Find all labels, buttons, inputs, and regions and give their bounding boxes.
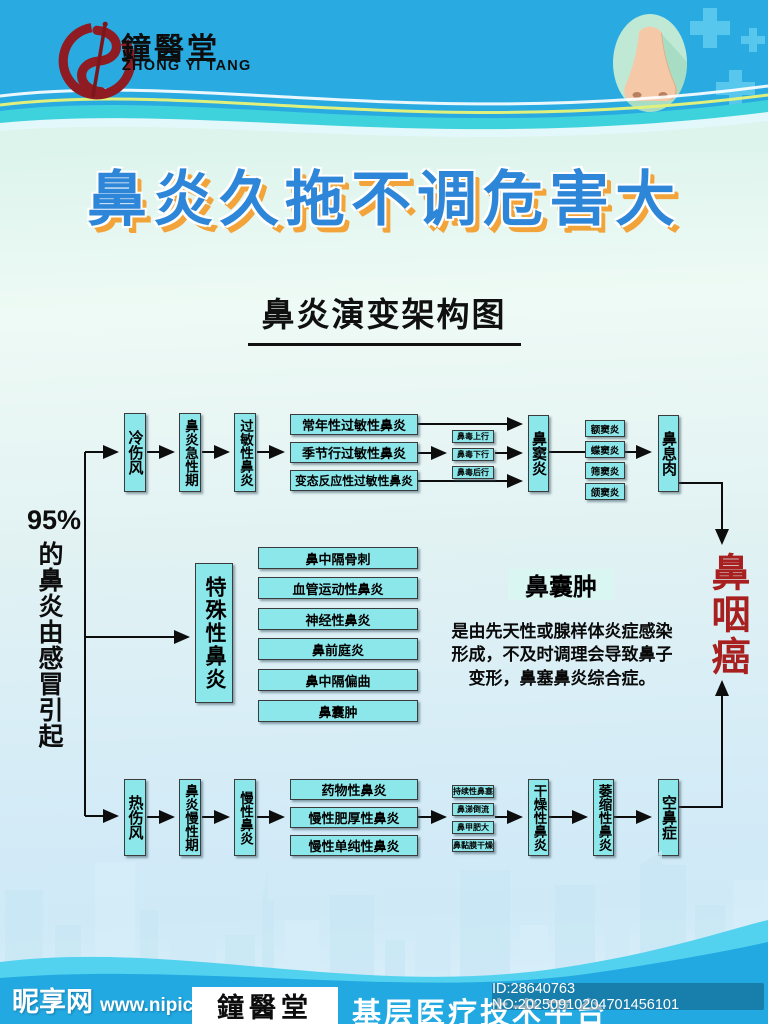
- flow-arrows: [84, 417, 729, 824]
- node-toxin-up: 鼻毒上行: [452, 430, 494, 443]
- node-nasal-cyst: 鼻囊肿: [258, 700, 418, 722]
- node-chronic-rhinitis: 慢性鼻炎: [234, 779, 256, 856]
- node-dry-mucosa: 鼻黏膜干燥: [452, 839, 494, 852]
- callout-description: 是由先天性或腺样体炎症感染 形成，不及时调理会导致鼻子 变形，鼻塞鼻炎综合症。: [433, 620, 691, 690]
- node-cold-wind: 冷伤风: [124, 413, 146, 492]
- footer-brand-box: 鐘醫堂: [192, 987, 338, 1024]
- node-atrophic-rhinitis: 萎缩性鼻炎: [593, 779, 614, 856]
- node-turbinate-hypertrophy: 鼻甲肥大: [452, 821, 494, 834]
- stat-caption: 的鼻炎由感冒引起: [35, 541, 63, 749]
- diagram-subtitle: 鼻炎演变架构图: [0, 288, 768, 346]
- node-seasonal-allergic: 季节行过敏性鼻炎: [290, 442, 418, 463]
- node-hot-wind: 热伤风: [124, 779, 146, 856]
- zhongyitang-emblem: [58, 21, 136, 100]
- node-acute-stage: 鼻炎急性期: [179, 413, 201, 492]
- brand-name-cn: 鐘醫堂: [121, 33, 220, 66]
- node-toxin-down: 鼻毒下行: [452, 448, 494, 461]
- node-septal-spur: 鼻中隔骨刺: [258, 547, 418, 569]
- watermark-site-name: 昵享网: [12, 987, 93, 1017]
- footer-platform-label: 基层医疗技术平台: [352, 998, 609, 1024]
- node-nasopharyngeal-cancer: 鼻咽癌: [706, 552, 749, 678]
- callout-line-1: 是由先天性或腺样体炎症感染: [451, 622, 673, 641]
- node-variant-allergic: 变态反应性过敏性鼻炎: [290, 470, 418, 491]
- node-vestibulitis: 鼻前庭炎: [258, 638, 418, 660]
- node-perennial-allergic: 常年性过敏性鼻炎: [290, 414, 418, 435]
- node-neurogenic: 神经性鼻炎: [258, 608, 418, 630]
- node-allergic-rhinitis: 过敏性鼻炎: [234, 413, 256, 492]
- node-toxin-back: 鼻毒后行: [452, 466, 494, 479]
- callout-line-3: 变形，鼻塞鼻炎综合症。: [468, 668, 656, 688]
- stat-percent: 95%: [27, 505, 82, 535]
- node-special-rhinitis: 特殊性鼻炎: [195, 563, 233, 703]
- node-septal-deviation: 鼻中隔偏曲: [258, 669, 418, 691]
- node-hypertrophic: 慢性肥厚性鼻炎: [290, 807, 418, 828]
- node-ethmoid-sinusitis: 筛窦炎: [585, 462, 625, 479]
- node-sinusitis: 鼻窦炎: [528, 415, 549, 492]
- callout-title: 鼻囊肿: [508, 569, 614, 601]
- brand-name-en: ZHONG YI TANG: [122, 58, 252, 74]
- node-dry-rhinitis: 干燥性鼻炎: [528, 779, 549, 856]
- header-art: [0, 0, 768, 152]
- footer-brand-name: 鐘醫堂: [217, 993, 313, 1023]
- node-vasomotor: 血管运动性鼻炎: [258, 577, 418, 599]
- node-maxillary-sinusitis: 颌窦炎: [585, 483, 625, 500]
- watermark-id-badge: ID:28640763 NO:20250910204701456101: [492, 981, 764, 1013]
- node-postnasal-drip: 鼻涕倒流: [452, 803, 494, 816]
- node-frontal-sinusitis: 额窦炎: [585, 420, 625, 437]
- node-drug-rhinitis: 药物性鼻炎: [290, 779, 418, 800]
- callout-line-2: 形成，不及时调理会导致鼻子: [451, 645, 673, 665]
- node-empty-nose: 空鼻症: [658, 779, 679, 856]
- node-nasal-polyp: 鼻息肉: [658, 415, 679, 492]
- node-simple-chronic: 慢性单纯性鼻炎: [290, 835, 418, 856]
- node-chronic-stage: 鼻炎慢性期: [179, 779, 201, 856]
- page-title: 鼻炎久拖不调危害大: [87, 166, 681, 233]
- node-sphenoid-sinusitis: 蝶窦炎: [585, 441, 625, 458]
- node-persistent-congestion: 持续性鼻塞: [452, 785, 494, 798]
